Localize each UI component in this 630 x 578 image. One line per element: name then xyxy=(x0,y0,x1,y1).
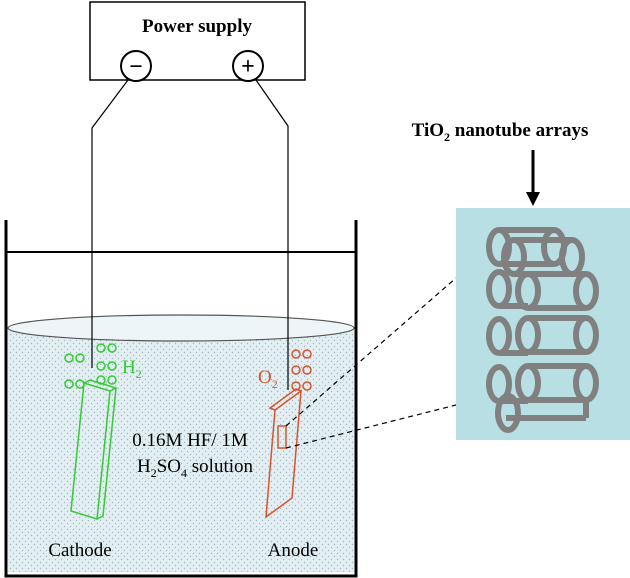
negative-terminal-icon: − xyxy=(120,50,152,82)
down-arrow-icon xyxy=(526,150,540,206)
wires xyxy=(91,79,289,390)
cathode-gas-label: H2 xyxy=(122,357,142,381)
positive-terminal-icon: + xyxy=(232,50,264,82)
solution-label-line1: 0.16M HF/ 1M xyxy=(132,430,248,451)
cathode-label: Cathode xyxy=(48,540,111,561)
anode-gas-label: O2 xyxy=(258,367,278,391)
power-supply: Power supply − + xyxy=(89,1,306,82)
zoom-lines xyxy=(285,277,457,449)
oxygen-bubbles-icon xyxy=(291,349,312,391)
anode-label: Anode xyxy=(268,540,319,561)
hydrogen-bubbles-icon xyxy=(64,343,117,389)
nanotube-label: TiO2 nanotube arrays xyxy=(412,120,589,144)
beaker xyxy=(4,220,358,578)
electrolyte xyxy=(7,314,355,572)
power-supply-label: Power supply xyxy=(142,16,252,37)
svg-text:−: − xyxy=(129,54,143,80)
solution-label-line2: H2SO4 solution xyxy=(137,456,254,480)
svg-text:+: + xyxy=(241,54,255,80)
nanotube-inset xyxy=(456,208,630,440)
